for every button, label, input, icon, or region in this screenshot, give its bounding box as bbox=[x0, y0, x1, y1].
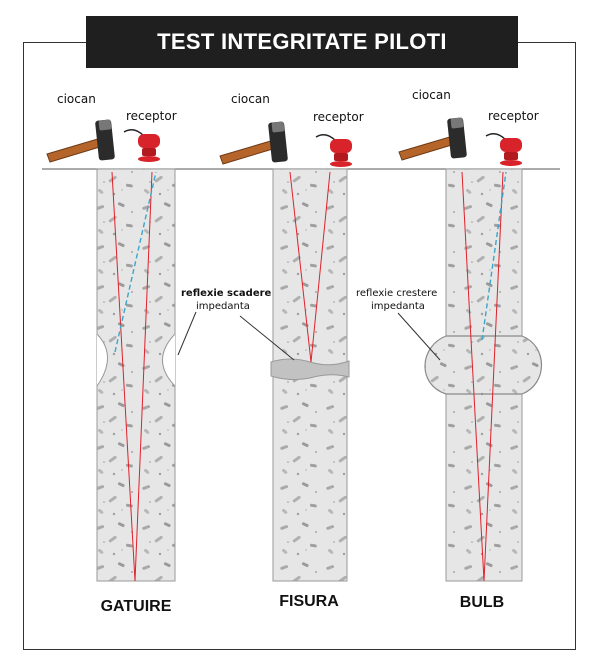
receiver-icon bbox=[485, 133, 522, 166]
necking-void-left bbox=[97, 334, 108, 386]
annotation-necking-line1: reflexie scadere bbox=[181, 288, 272, 299]
hammer-icon bbox=[219, 121, 288, 165]
leader-necking-right bbox=[239, 315, 295, 361]
annotation-bulb-line2: impedanta bbox=[371, 301, 425, 312]
receiver-icon bbox=[123, 129, 160, 162]
hammer-label: ciocan bbox=[231, 92, 270, 106]
pile-name-bulb: BULB bbox=[460, 594, 504, 611]
pile-name-necking: GATUIRE bbox=[101, 598, 172, 615]
defect-reflection bbox=[481, 171, 507, 341]
crack-zone bbox=[270, 358, 350, 381]
pile-crack bbox=[270, 168, 350, 582]
reflected-wave bbox=[134, 171, 153, 582]
leader-bulb bbox=[397, 312, 441, 361]
bulb-bulge bbox=[424, 335, 543, 395]
incident-wave bbox=[461, 171, 485, 582]
hammer-label: ciocan bbox=[412, 88, 451, 102]
reflected-wave bbox=[483, 171, 504, 582]
leader-necking-left bbox=[177, 311, 197, 356]
pile-bulb bbox=[424, 168, 543, 582]
pile-name-crack: FISURA bbox=[279, 593, 339, 610]
annotation-necking-line2: impedanta bbox=[196, 301, 250, 312]
page-title: TEST INTEGRITATE PILOTI bbox=[157, 29, 447, 54]
reflected-wave bbox=[310, 171, 331, 363]
annotation-bulb-line1: reflexie crestere bbox=[356, 288, 437, 299]
defect-reflection bbox=[114, 171, 157, 353]
title-bar: TEST INTEGRITATE PILOTI bbox=[86, 16, 518, 68]
hammer-icon bbox=[46, 119, 115, 163]
pile-necking bbox=[96, 168, 176, 582]
receiver-label: receptor bbox=[126, 109, 177, 123]
receiver-label: receptor bbox=[488, 109, 539, 123]
hammer-icon bbox=[398, 117, 467, 161]
incident-wave bbox=[111, 171, 136, 582]
pile-body bbox=[96, 168, 176, 582]
receiver-icon bbox=[315, 134, 352, 167]
incident-wave bbox=[289, 171, 312, 363]
receiver-label: receptor bbox=[313, 110, 364, 124]
hammer-label: ciocan bbox=[57, 92, 96, 106]
